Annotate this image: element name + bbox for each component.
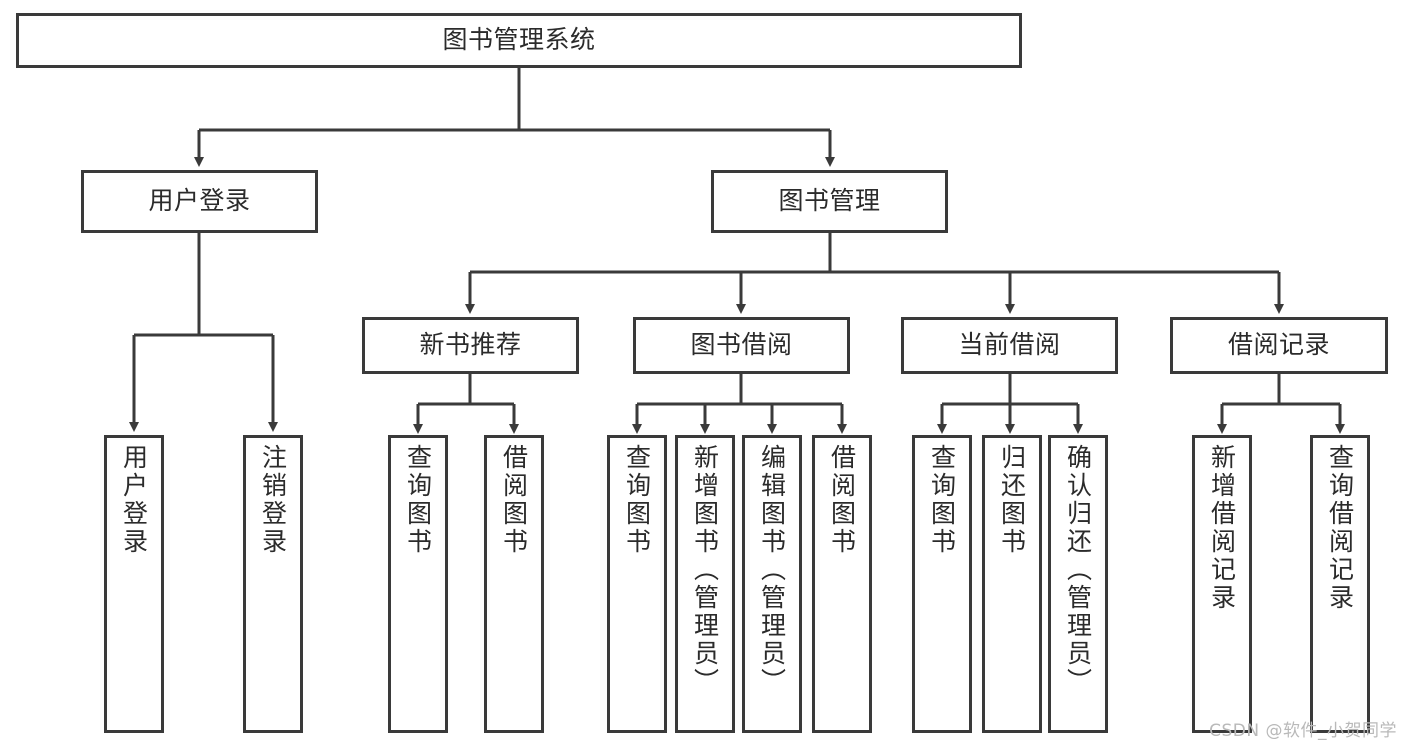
leaf-query-book-1[interactable]: 查询图书	[388, 435, 448, 733]
leaf-add-book[interactable]: 新增图书（管理员）	[675, 435, 735, 733]
leaf-confirm-return-label: 确认归还（管理员）	[1063, 444, 1093, 696]
node-book-borrow[interactable]: 图书借阅	[633, 317, 850, 374]
leaf-borrow-book-2[interactable]: 借阅图书	[812, 435, 872, 733]
leaf-borrow-book-1[interactable]: 借阅图书	[484, 435, 544, 733]
node-current-borrow[interactable]: 当前借阅	[901, 317, 1118, 374]
node-user-login-label: 用户登录	[148, 186, 251, 216]
leaf-query-book-1-label: 查询图书	[403, 444, 433, 556]
leaf-query-book-2-label: 查询图书	[622, 444, 652, 556]
leaf-query-record[interactable]: 查询借阅记录	[1310, 435, 1370, 733]
leaf-edit-book[interactable]: 编辑图书（管理员）	[742, 435, 802, 733]
leaf-return-book-label: 归还图书	[997, 444, 1027, 556]
node-root-label: 图书管理系统	[442, 25, 596, 55]
node-book-borrow-label: 图书借阅	[690, 330, 793, 360]
leaf-edit-book-label: 编辑图书（管理员）	[757, 444, 787, 696]
node-root[interactable]: 图书管理系统	[16, 13, 1022, 68]
leaf-logout-label: 注销登录	[258, 444, 288, 556]
leaf-query-book-3-label: 查询图书	[927, 444, 957, 556]
leaf-add-book-label: 新增图书（管理员）	[690, 444, 720, 696]
node-new-book-rec[interactable]: 新书推荐	[362, 317, 579, 374]
leaf-logout[interactable]: 注销登录	[243, 435, 303, 733]
leaf-query-book-3[interactable]: 查询图书	[912, 435, 972, 733]
leaf-return-book[interactable]: 归还图书	[982, 435, 1042, 733]
node-user-login[interactable]: 用户登录	[81, 170, 318, 233]
node-borrow-record-label: 借阅记录	[1227, 330, 1330, 360]
leaf-user-login-label: 用户登录	[119, 444, 149, 556]
node-book-manage-label: 图书管理	[778, 186, 881, 216]
leaf-add-record[interactable]: 新增借阅记录	[1192, 435, 1252, 733]
watermark: CSDN @软件_小贺同学	[1209, 721, 1397, 741]
leaf-add-record-label: 新增借阅记录	[1207, 444, 1237, 612]
leaf-confirm-return[interactable]: 确认归还（管理员）	[1048, 435, 1108, 733]
leaf-query-record-label: 查询借阅记录	[1325, 444, 1355, 612]
leaf-user-login[interactable]: 用户登录	[104, 435, 164, 733]
leaf-query-book-2[interactable]: 查询图书	[607, 435, 667, 733]
node-current-borrow-label: 当前借阅	[958, 330, 1061, 360]
leaf-borrow-book-2-label: 借阅图书	[827, 444, 857, 556]
node-borrow-record[interactable]: 借阅记录	[1170, 317, 1388, 374]
node-book-manage[interactable]: 图书管理	[711, 170, 948, 233]
node-new-book-rec-label: 新书推荐	[419, 330, 522, 360]
leaf-borrow-book-1-label: 借阅图书	[499, 444, 529, 556]
